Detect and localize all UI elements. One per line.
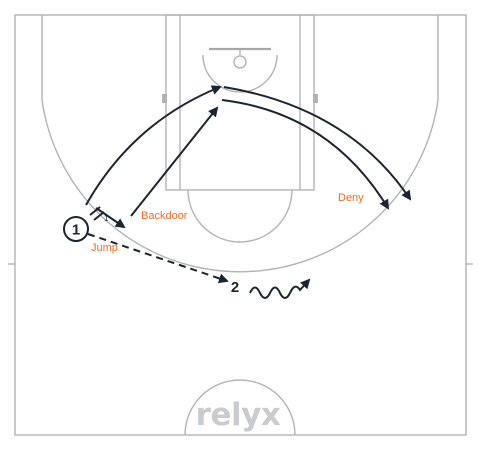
deny-cut-outer [223,86,412,201]
free-throw-circle [187,189,293,243]
screen-tag-number: 1 [104,214,109,223]
player-2-number[interactable]: 2 [231,279,239,296]
pass-line-1-to-2 [87,233,229,284]
label-jump: Jump [91,242,118,254]
center-circle-arc [184,379,296,436]
screen-bar [89,206,101,216]
three-point-arc [41,15,439,273]
cut-arc-to-paint [85,85,222,206]
player-1-circle [63,216,89,242]
deny-cut-inner [221,99,390,210]
restricted-area-arc [202,54,278,93]
label-backdoor: Backdoor [141,210,188,222]
lane-block-left [162,94,167,103]
lane-block-right [313,94,318,103]
relyx-logo: relyx [196,397,281,433]
step-to-backdoor [95,207,126,229]
player-1-marker[interactable]: 1 [63,216,89,242]
backdoor-cut [130,106,219,217]
dribble-path [249,278,311,299]
player-1-number: 1 [72,222,80,239]
rim [233,55,247,69]
court-markings [8,14,473,436]
label-deny: Deny [338,192,364,204]
